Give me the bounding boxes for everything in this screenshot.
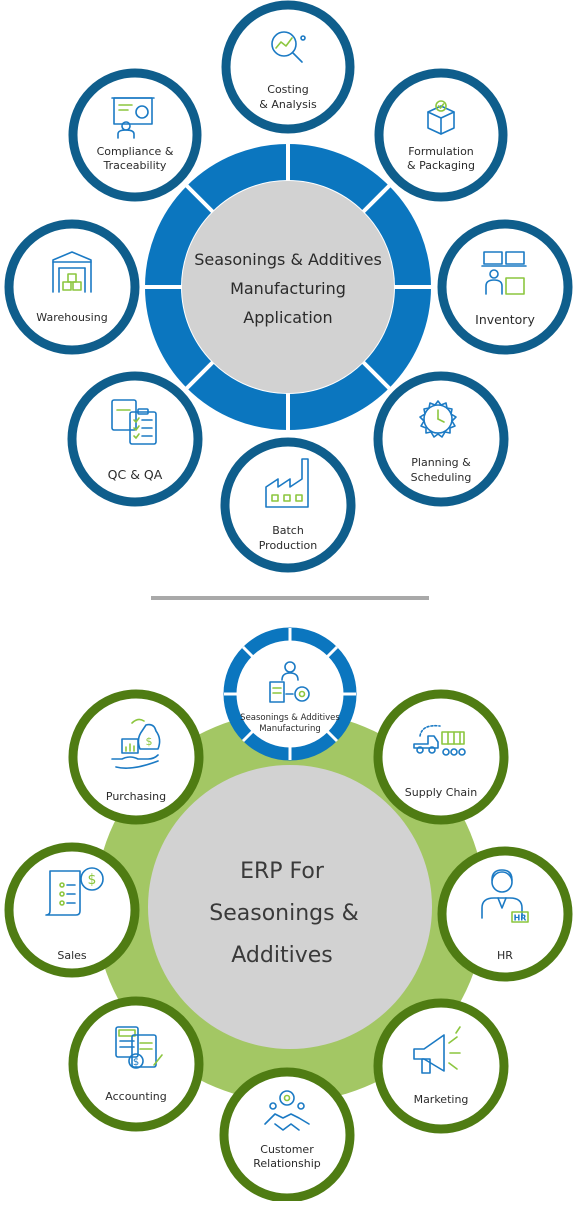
node-inventory[interactable]: Inventory [437, 219, 573, 355]
node-label: Inventory [475, 312, 535, 327]
node-formulation-packaging[interactable]: Formulation & Packaging [374, 68, 508, 202]
top-center-line-3: Application [243, 308, 332, 327]
node-label: Relationship [253, 1157, 321, 1170]
factory-icon [265, 458, 309, 508]
warehouse-icon [52, 251, 92, 293]
node-warehousing[interactable]: Warehousing [4, 219, 140, 355]
top-center-disc [182, 181, 394, 393]
svg-text:HR: HR [514, 914, 527, 923]
svg-text:$: $ [88, 872, 97, 888]
node-seasonings-manufacturing[interactable]: Seasonings & Additives Manufacturing [223, 627, 357, 761]
top-ring-gaps [144, 143, 432, 431]
node-marketing[interactable]: Marketing [373, 998, 509, 1134]
node-batch-production[interactable]: Batch Production [220, 437, 356, 573]
node-label: & Analysis [259, 98, 317, 111]
bottom-center-line-3: Additives [231, 943, 332, 968]
node-label: Customer [260, 1143, 314, 1156]
engineer-gear-icon [269, 661, 310, 703]
node-label: Batch [272, 524, 304, 537]
node-purchasing[interactable]: $ Purchasing [68, 689, 204, 825]
top-center-line-1: Seasonings & Additives [194, 250, 382, 269]
hr-person-icon: HR [481, 869, 529, 923]
top-diagram: Seasonings & Additives Manufacturing App… [4, 0, 573, 573]
hand-money-bag-icon: $ [111, 718, 161, 769]
magnifier-chart-icon [271, 31, 306, 63]
node-label: Compliance & [97, 145, 174, 158]
box-check-icon [427, 100, 455, 135]
node-accounting[interactable]: $ Accounting [68, 996, 204, 1132]
svg-text:$: $ [133, 1057, 139, 1068]
node-sales[interactable]: $ Sales [4, 842, 140, 978]
node-label: Traceability [103, 159, 167, 172]
section-divider [151, 596, 429, 600]
node-label: Manufacturing [259, 724, 321, 734]
node-label: QC & QA [108, 467, 163, 482]
bottom-center-line-1: ERP For [240, 859, 325, 884]
bottom-center-disc [148, 765, 432, 1049]
top-center-line-2: Manufacturing [230, 279, 346, 298]
node-label: Costing [267, 83, 308, 96]
node-label: Marketing [414, 1093, 469, 1106]
node-customer-relationship[interactable]: Customer Relationship [219, 1067, 355, 1203]
node-label: & Packaging [407, 159, 475, 172]
node-qc-qa[interactable]: QC & QA [67, 371, 203, 507]
presentation-board-icon [111, 97, 155, 139]
receipt-dollar-icon: $ [45, 867, 104, 916]
bottom-center-line-2: Seasonings & [209, 901, 358, 926]
svg-text:$: $ [146, 735, 153, 748]
node-label: Scheduling [411, 471, 472, 484]
node-label: HR [497, 949, 513, 962]
node-label: Accounting [105, 1090, 166, 1103]
node-hr[interactable]: HR HR [437, 846, 573, 982]
node-label: Formulation [408, 145, 474, 158]
node-label: Supply Chain [405, 786, 477, 799]
clock-gear-icon [419, 400, 457, 438]
node-label: Purchasing [106, 790, 166, 803]
clipboard-checklist-icon [111, 399, 157, 445]
handshake-icon [264, 1090, 310, 1131]
node-planning-scheduling[interactable]: Planning & Scheduling [373, 371, 509, 507]
megaphone-icon [413, 1026, 461, 1074]
node-label: Planning & [411, 456, 471, 469]
node-label: Seasonings & Additives [240, 713, 340, 723]
bottom-diagram: ERP For Seasonings & Additives [4, 627, 573, 1203]
warehouse-worker-icon [481, 251, 527, 295]
node-label: Sales [57, 949, 87, 962]
node-label: Warehousing [36, 311, 107, 324]
node-label: Production [259, 539, 318, 552]
supply-chain-truck-icon [413, 724, 466, 756]
node-costing-analysis[interactable]: Costing & Analysis [221, 0, 355, 134]
node-supply-chain[interactable]: Supply Chain [373, 689, 509, 825]
node-compliance-traceability[interactable]: Compliance & Traceability [68, 68, 202, 202]
calculator-invoice-icon: $ [115, 1026, 163, 1069]
